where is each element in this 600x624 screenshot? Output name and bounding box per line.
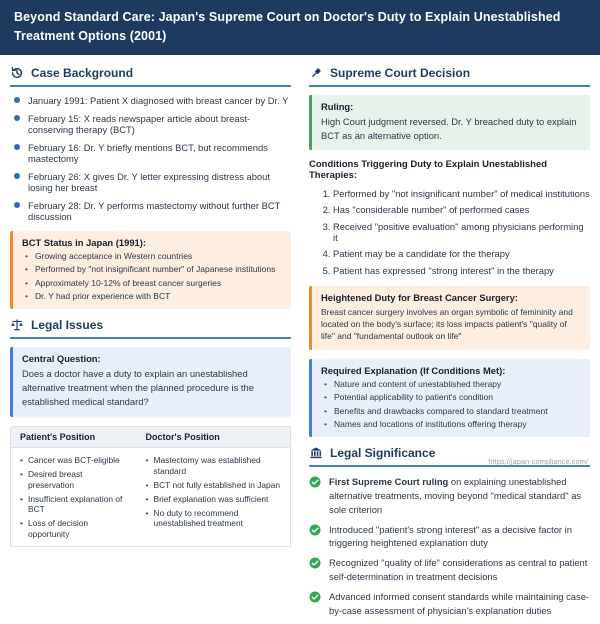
bullet-dot [14, 143, 20, 150]
section-title: Legal Issues [31, 318, 104, 333]
footer-url-link[interactable]: https://japan-compliance.com/ [488, 457, 588, 466]
patient-position-item: Cancer was BCT-eligible [20, 455, 128, 466]
significance-text: Introduced "patient's strong interest" a… [329, 523, 572, 549]
section-title: Legal Significance [330, 446, 436, 461]
required-explanation-item: Names and locations of institutions offe… [324, 419, 581, 430]
ruling-box: Ruling: High Court judgment reversed. Dr… [309, 94, 590, 150]
timeline-item: February 28: Dr. Y performs mastectomy w… [14, 200, 291, 222]
required-explanation-item: Nature and content of unestablished ther… [324, 379, 581, 390]
significance-item: Recognized "quality of life" considerati… [309, 556, 590, 583]
patient-position-item: Loss of decision opportunity [20, 518, 128, 539]
section-supreme-court-decision: Supreme Court Decision Ruling: High Cour… [309, 66, 590, 438]
doctor-position-item: Brief explanation was sufficient [146, 494, 281, 505]
patient-position-item: Desired breast preservation [20, 469, 128, 490]
bct-status-item: Dr. Y had prior experience with BCT [25, 291, 282, 302]
page-title: Beyond Standard Care: Japan's Supreme Co… [14, 10, 561, 43]
bct-status-item: Performed by "not insignificant number" … [25, 264, 282, 275]
significance-item: Introduced "patient's strong interest" a… [309, 523, 590, 550]
significance-text: First Supreme Court ruling on explaining… [329, 476, 582, 515]
case-background-header: Case Background [10, 66, 291, 87]
history-icon [10, 66, 24, 80]
required-explanation-list: Nature and content of unestablished ther… [321, 379, 581, 431]
condition-item: Performed by "not insignificant number" … [333, 188, 590, 199]
doctor-position-list: Mastectomy was established standardBCT n… [137, 448, 290, 547]
legal-significance-header: Legal Significance [309, 446, 590, 468]
section-title: Case Background [31, 65, 134, 80]
central-question-text: Does a doctor have a duty to explain an … [22, 368, 254, 408]
check-circle-icon [309, 476, 321, 492]
central-question-label: Central Question: [22, 353, 101, 365]
section-case-background: Case Background January 1991: Patient X … [10, 66, 291, 310]
section-title: Supreme Court Decision [330, 65, 471, 80]
scales-icon [10, 318, 24, 332]
timeline-text: February 15: X reads newspaper article a… [28, 112, 250, 135]
patient-position-item: Insufficient explanation of BCT [20, 494, 128, 515]
ruling-label: Ruling: [321, 100, 354, 112]
section-legal-issues: Legal Issues Central Question: Does a do… [10, 318, 291, 548]
bct-status-item: Growing acceptance in Western countries [25, 251, 282, 262]
case-timeline: January 1991: Patient X diagnosed with b… [14, 95, 291, 222]
bct-status-list: Growing acceptance in Western countriesP… [22, 251, 282, 303]
condition-item: Has "considerable number" of performed c… [333, 204, 590, 215]
bct-status-title: BCT Status in Japan (1991): [22, 236, 146, 248]
condition-item: Patient has expressed "strong interest" … [333, 265, 590, 276]
bct-status-box: BCT Status in Japan (1991): Growing acce… [10, 230, 291, 310]
heightened-duty-text: Breast cancer surgery involves an organ … [321, 306, 573, 342]
positions-table-body: Cancer was BCT-eligibleDesired breast pr… [11, 448, 290, 547]
central-question-box: Central Question: Does a doctor have a d… [10, 347, 291, 417]
significance-list: First Supreme Court ruling on explaining… [309, 475, 590, 617]
heightened-duty-label: Heightened Duty for Breast Cancer Surger… [321, 291, 518, 303]
timeline-text: February 28: Dr. Y performs mastectomy w… [28, 199, 281, 222]
right-column: Supreme Court Decision Ruling: High Cour… [309, 57, 590, 624]
significance-text: Advanced informed consent standards whil… [329, 591, 590, 616]
conditions-heading: Conditions Triggering Duty to Explain Un… [309, 158, 548, 181]
significance-item: Advanced informed consent standards whil… [309, 590, 590, 617]
timeline-item: February 26: X gives Dr. Y letter expres… [14, 171, 291, 193]
doctor-position-item: No duty to recommend unestablished treat… [146, 508, 281, 529]
check-circle-icon [309, 591, 321, 607]
timeline-text: February 16: Dr. Y briefly mentions BCT,… [28, 141, 268, 164]
bct-status-item: Approximately 10-12% of breast cancer su… [25, 278, 282, 289]
required-explanation-item: Potential applicability to patient's con… [324, 392, 581, 403]
doctor-position-item: Mastectomy was established standard [146, 455, 281, 476]
bullet-dot [14, 96, 20, 103]
supreme-court-header: Supreme Court Decision [309, 66, 590, 87]
significance-item: First Supreme Court ruling on explaining… [309, 475, 590, 516]
bank-icon [309, 446, 323, 460]
bullet-dot [14, 172, 20, 179]
left-column: Case Background January 1991: Patient X … [10, 57, 291, 624]
patient-position-header: Patient's Position [20, 431, 96, 442]
positions-table-header: Patient's Position Doctor's Position [11, 426, 290, 448]
positions-table: Patient's Position Doctor's Position Can… [10, 425, 291, 548]
bullet-dot [14, 114, 20, 121]
timeline-item: January 1991: Patient X diagnosed with b… [14, 95, 291, 106]
required-explanation-label: Required Explanation (If Conditions Met)… [321, 364, 506, 376]
page-header: Beyond Standard Care: Japan's Supreme Co… [0, 0, 600, 55]
check-circle-icon [309, 524, 321, 540]
doctor-position-item: BCT not fully established in Japan [146, 480, 281, 491]
content-columns: Case Background January 1991: Patient X … [0, 55, 600, 624]
required-explanation-item: Benefits and drawbacks compared to stand… [324, 406, 581, 417]
heightened-duty-box: Heightened Duty for Breast Cancer Surger… [309, 285, 590, 350]
required-explanation-box: Required Explanation (If Conditions Met)… [309, 358, 590, 438]
patient-position-list: Cancer was BCT-eligibleDesired breast pr… [11, 448, 137, 547]
conditions-list: Performed by "not insignificant number" … [333, 188, 590, 276]
timeline-text: January 1991: Patient X diagnosed with b… [28, 94, 289, 106]
section-legal-significance: Legal Significance First Supreme Court r… [309, 446, 590, 617]
timeline-item: February 16: Dr. Y briefly mentions BCT,… [14, 142, 291, 164]
condition-item: Received "positive evaluation" among phy… [333, 221, 590, 243]
timeline-item: February 15: X reads newspaper article a… [14, 113, 291, 135]
gavel-icon [309, 66, 323, 80]
significance-text: Recognized "quality of life" considerati… [329, 557, 588, 583]
timeline-text: February 26: X gives Dr. Y letter expres… [28, 170, 270, 193]
condition-item: Patient may be a candidate for the thera… [333, 248, 590, 259]
check-circle-icon [309, 557, 321, 573]
doctor-position-header: Doctor's Position [145, 431, 220, 442]
ruling-text: High Court judgment reversed. Dr. Y brea… [321, 115, 577, 141]
legal-issues-header: Legal Issues [10, 318, 291, 340]
bullet-dot [14, 201, 20, 208]
